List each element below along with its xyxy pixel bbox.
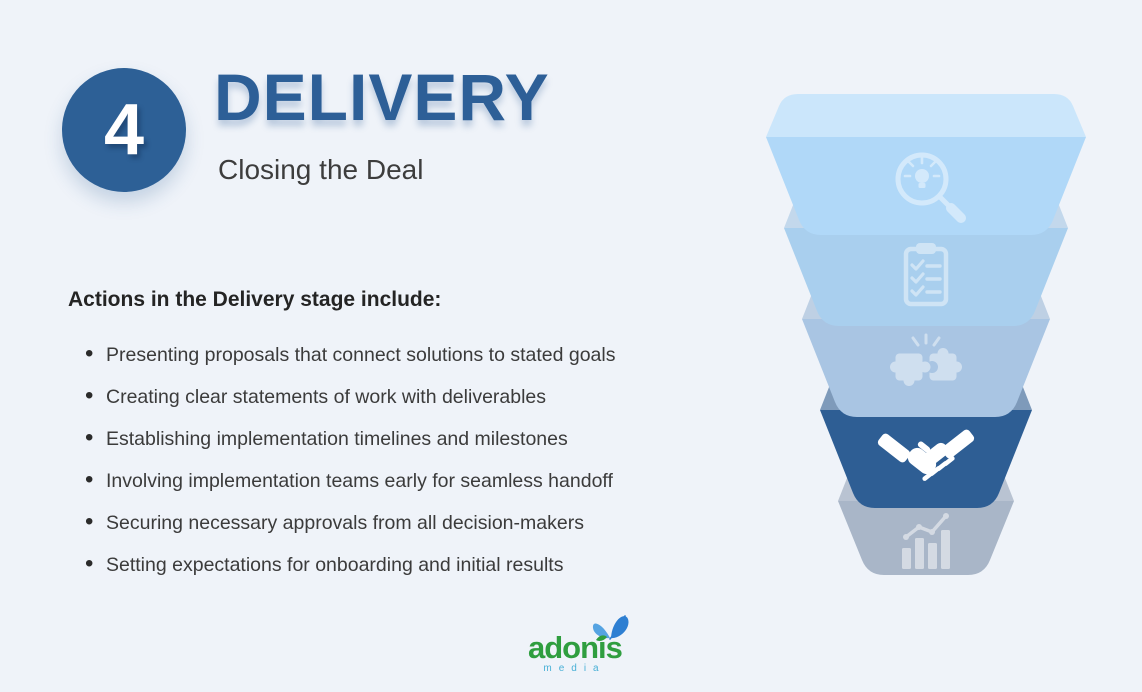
page-title: DELIVERY [214, 60, 550, 134]
list-item: Setting expectations for onboarding and … [68, 544, 728, 586]
butterfly-icon [592, 615, 629, 641]
section-heading: Actions in the Delivery stage include: [68, 288, 442, 311]
step-number-badge: 4 [62, 68, 186, 192]
funnel-stage-5-face [838, 501, 1014, 575]
sales-funnel-diagram [762, 92, 1090, 587]
funnel-stage-1-face [766, 137, 1086, 235]
clipboard-checklist-icon [903, 243, 949, 307]
funnel-stage-2-face [784, 228, 1068, 326]
logo: adonis media [528, 612, 629, 682]
funnel-stage-1-lip [766, 94, 1086, 137]
step-number: 4 [103, 90, 145, 170]
list-item: Establishing implementation timelines an… [68, 418, 728, 460]
list-item: Presenting proposals that connect soluti… [68, 334, 728, 376]
actions-section: Actions in the Delivery stage include: P… [68, 288, 728, 586]
bar-chart-trend-icon [902, 513, 950, 569]
handshake-icon [877, 429, 975, 481]
funnel-stage-3-face [802, 319, 1050, 417]
logo-subtext: media [543, 663, 606, 674]
magnifier-lightbulb-icon [895, 152, 966, 223]
list-item: Securing necessary approvals from all de… [68, 502, 728, 544]
list-item: Creating clear statements of work with d… [68, 376, 728, 418]
logo-text: adonis [528, 630, 623, 665]
actions-list: Presenting proposals that connect soluti… [68, 334, 728, 586]
page-subtitle: Closing the Deal [218, 154, 424, 185]
puzzle-pieces-icon [890, 333, 962, 386]
list-item: Involving implementation teams early for… [68, 460, 728, 502]
